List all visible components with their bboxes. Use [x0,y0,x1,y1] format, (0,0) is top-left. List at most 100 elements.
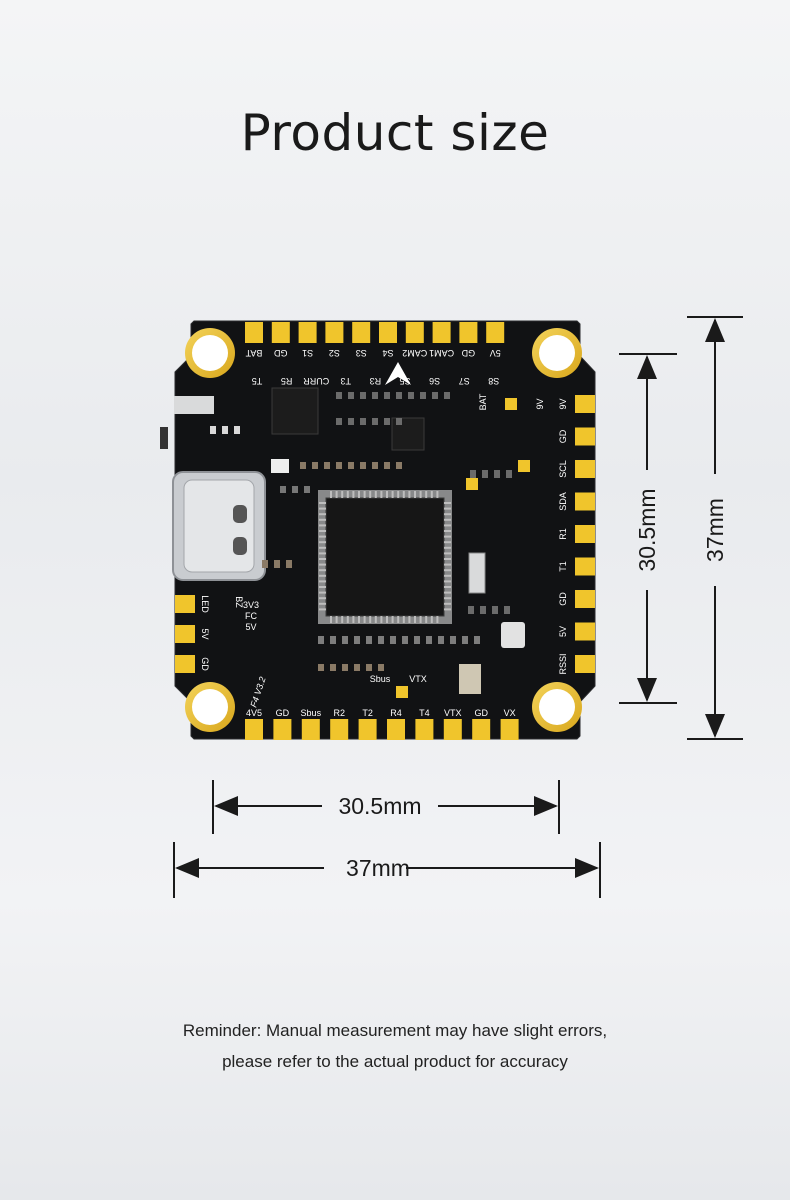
small-pad [518,460,530,472]
mcu-pin [319,513,326,516]
mcu-pin [319,518,326,521]
silk-label: T5 [252,376,263,386]
smd-part [330,664,336,671]
pad-bottom [330,719,349,740]
smd-part [462,636,468,644]
smd-part [336,418,342,425]
mcu-pin [319,608,326,611]
silk-label: GD [558,429,568,443]
smd-part [210,426,216,434]
smd-part [348,418,354,425]
mcu-pin [414,491,416,498]
silk-label: 5V [200,628,210,639]
mcu-chip [318,490,452,624]
smd-part [366,636,372,644]
pad-bottom [387,719,405,740]
smd-part [438,636,444,644]
smd-part [396,392,402,399]
mcu-pin [414,616,416,623]
page-title: Product size [240,104,550,162]
mcu-pin [369,491,372,498]
mcu-pin [444,602,451,605]
pad-left [175,625,195,643]
mcu-pin [380,491,383,498]
pad-bottom [500,719,519,740]
pad-right [575,590,595,608]
pad-bottom [245,719,263,740]
outer-height-label: 37mm [702,498,728,562]
smd-part [292,486,298,493]
smd-part [342,664,348,671]
smd-part [482,470,488,478]
silk-label: S4 [382,348,393,358]
mcu-pin [425,616,428,623]
pad-bottom [273,719,292,740]
smd-part [492,606,498,614]
smd-part [408,392,414,399]
smd-part [318,664,324,671]
dimension-outer-height: 37mm [687,316,743,740]
mcu-pin [352,491,355,498]
mcu-pin [444,507,451,510]
pad-bottom [358,719,377,740]
silk-label: S2 [329,348,340,358]
silk-label: T3 [341,376,352,386]
pad-top [405,322,424,343]
mcu-pin [425,491,428,498]
pad-left [175,595,195,613]
silk-label: S6 [429,376,440,386]
mcu-pin [319,535,326,538]
mcu-pin [380,616,383,623]
silk-label: S1 [302,348,313,358]
mcu-pin [444,535,451,538]
silk-label: CAM2 [402,348,427,358]
mcu-pin [444,591,451,594]
silk-label: R3 [370,376,382,386]
smd-part [354,636,360,644]
smd-part [330,636,336,644]
smd-part [372,462,378,469]
smd-part [262,560,268,568]
smd-part [348,462,354,469]
smd-part [312,462,318,469]
mcu-pin [444,546,451,549]
silk-label: SCL [558,460,568,478]
mcu-pin [444,513,451,516]
silk-label: BAT [478,393,488,410]
smd-part [504,606,510,614]
mcu-pin [397,491,400,498]
pad-bottom [443,719,462,740]
silk-label: T1 [558,561,568,572]
smd-part [360,462,366,469]
mcu-pin [408,616,411,623]
silk-label: S7 [459,376,470,386]
dimension-outer-width: 37mm [173,842,601,898]
mcu-pin [444,530,451,532]
smd-part [342,636,348,644]
smd-part [280,486,286,493]
mcu-pin [330,616,332,623]
mcu-pin [444,518,451,521]
mcu-pin [430,491,433,498]
silk-label: GD [474,708,488,718]
mcu-pin [369,616,372,623]
smd-components [210,392,530,698]
smd-part [378,636,384,644]
pad-bottom [301,719,320,740]
smd-part [336,462,342,469]
smd-part [480,606,486,614]
smd-part [402,636,408,644]
silk-label: GD [276,708,290,718]
mcu-pin [444,558,451,560]
smd-part [366,664,372,671]
mcu-pin [419,491,422,498]
mcu-pin [444,524,451,527]
pad-top [271,322,290,343]
pad-top [379,322,397,343]
mcu-pin [386,491,388,498]
smd-part [324,462,330,469]
mcu-pin [444,586,451,588]
smd-part [372,418,378,425]
mcu-pin [319,580,326,583]
smd-part [318,636,324,644]
